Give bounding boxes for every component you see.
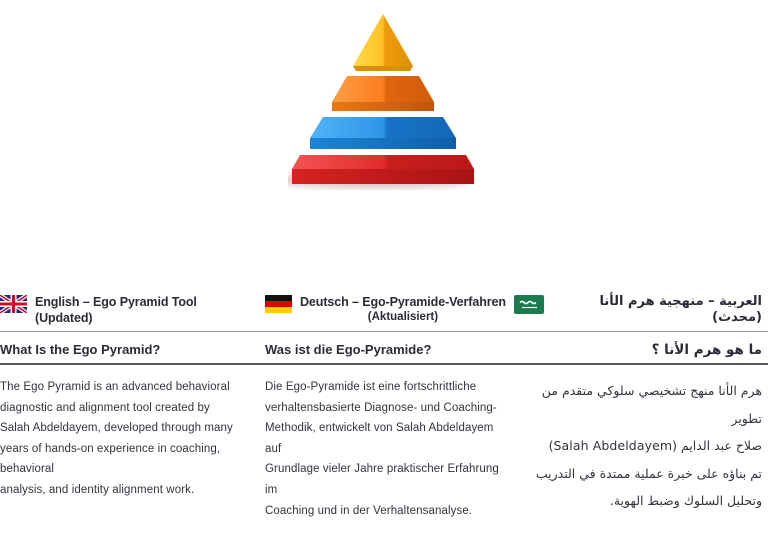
column-title-wrap: English – Ego Pyramid Tool (Updated) — [35, 294, 252, 326]
column-arabic: العربية – منهجية هرم الأنا (محدث) ما هو … — [514, 0, 762, 538]
section-heading: ما هو هرم الأنا ؟ — [651, 342, 762, 358]
language-header-english: English – Ego Pyramid Tool (Updated) — [0, 294, 252, 326]
pyramid-layer-upper-middle — [332, 76, 434, 111]
column-title: العربية – منهجية هرم الأنا (محدث) — [599, 294, 762, 325]
column-title: Deutsch – Ego-Pyramide-Verfahren — [300, 295, 506, 309]
section-heading: What Is the Ego Pyramid? — [0, 342, 161, 357]
divider-bottom — [0, 363, 768, 365]
column-title-suffix: (Aktualisiert) — [367, 311, 439, 323]
column-title: English – Ego Pyramid Tool (Updated) — [35, 295, 197, 325]
section-body: Die Ego-Pyramide ist eine fortschrittlic… — [265, 381, 499, 517]
section-heading: Was ist die Ego-Pyramide? — [265, 342, 432, 357]
uk-flag-icon — [0, 295, 27, 313]
section-body: هرم الأنا منهج تشخيصي سلوكي متقدم من تطو… — [535, 383, 762, 508]
column-title-wrap: Deutsch – Ego-Pyramide-Verfahren (Aktual… — [300, 294, 506, 324]
pyramid-layer-top — [353, 14, 413, 71]
pyramid-layer-base — [292, 155, 474, 184]
pyramid-layer-lower-middle — [310, 117, 456, 149]
column-title-wrap: العربية – منهجية هرم الأنا (محدث) — [552, 294, 762, 326]
germany-flag-icon — [265, 295, 292, 313]
language-header-arabic: العربية – منهجية هرم الأنا (محدث) — [514, 294, 762, 326]
pyramid-image — [288, 14, 474, 188]
column-english: English – Ego Pyramid Tool (Updated) Wha… — [0, 0, 252, 538]
divider-top — [0, 331, 768, 332]
section-body: The Ego Pyramid is an advanced behaviora… — [0, 381, 233, 496]
column-german: Deutsch – Ego-Pyramide-Verfahren (Aktual… — [265, 0, 507, 538]
saudi-arabia-flag-icon — [514, 295, 544, 314]
language-header-german: Deutsch – Ego-Pyramide-Verfahren (Aktual… — [265, 294, 507, 324]
